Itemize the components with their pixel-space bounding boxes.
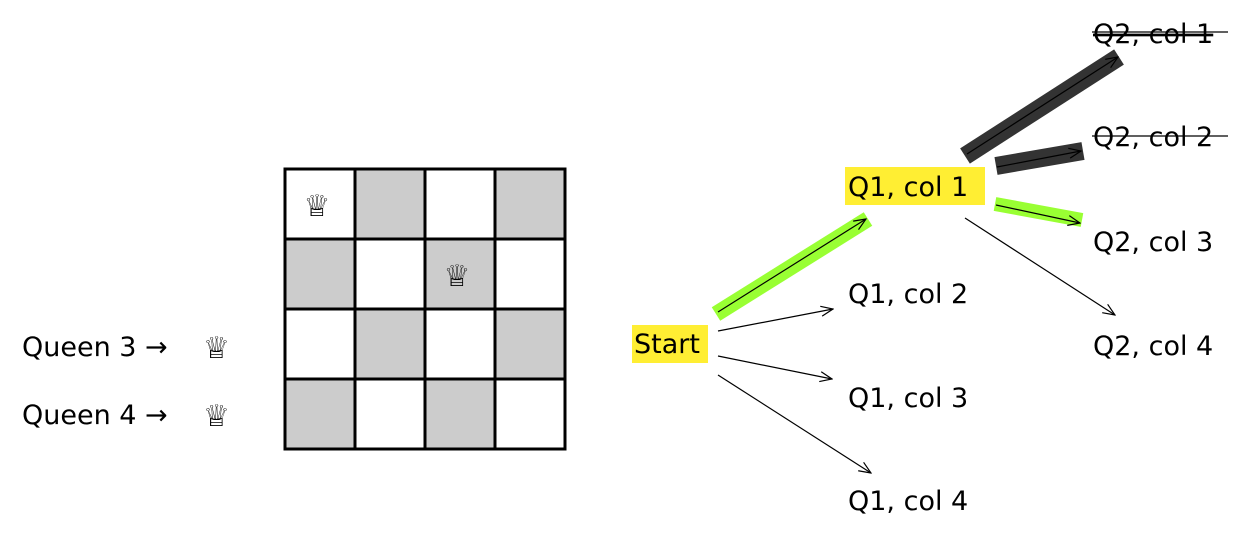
board-square — [353, 167, 427, 241]
chosen-path-highlight — [993, 197, 1084, 227]
board-square — [493, 377, 567, 451]
queen-icon: ♕ — [304, 189, 331, 224]
board-square — [493, 167, 567, 241]
q2-col3-node: Q2, col 3 — [1093, 227, 1213, 258]
board-square — [423, 167, 497, 241]
q1-col2-node: Q1, col 2 — [848, 279, 968, 310]
q2-col1-node-pruned: Q2, col 1 — [1093, 19, 1213, 50]
start-node: Start — [634, 329, 700, 360]
q1-col1-highlight — [845, 167, 985, 205]
queen-icon: ♕ — [203, 399, 230, 434]
queen-icon: ♕ — [444, 259, 471, 294]
board-square — [353, 237, 427, 311]
chosen-path-highlight — [711, 212, 873, 321]
edge-arrow — [717, 219, 866, 313]
q1-col3-node: Q1, col 3 — [848, 383, 968, 414]
q1-col4-node: Q1, col 4 — [848, 486, 968, 517]
edge-arrow — [966, 57, 1118, 155]
board-square — [493, 307, 567, 381]
edge-arrow — [996, 151, 1081, 168]
board-square — [353, 377, 427, 451]
edge-arrow — [717, 355, 832, 379]
queen-icon: ♕ — [203, 331, 230, 366]
board-square — [353, 307, 427, 381]
pending-queen-label: Queen 3 → — [22, 332, 168, 363]
pending-queen-4: Queen 4 → ♕ — [22, 399, 230, 434]
board-square — [423, 377, 497, 451]
board-square — [283, 237, 357, 311]
board-square — [493, 237, 567, 311]
edge-arrow — [717, 309, 833, 332]
q1-col1-node: Q1, col 1 — [848, 172, 968, 203]
q2-col2-node-pruned: Q2, col 2 — [1093, 122, 1213, 153]
q2-col4-node: Q2, col 4 — [1093, 331, 1213, 362]
edge-arrow — [964, 217, 1115, 315]
board-square — [283, 307, 357, 381]
pending-queen-label: Queen 4 → — [22, 400, 168, 431]
edge-arrow — [717, 374, 871, 473]
start-node-highlight — [632, 325, 708, 363]
board-square — [423, 307, 497, 381]
chess-board: ♕♕ — [283, 167, 567, 451]
pending-queen-3: Queen 3 → ♕ — [22, 331, 230, 366]
board-square — [283, 377, 357, 451]
edge-arrow — [995, 204, 1080, 223]
